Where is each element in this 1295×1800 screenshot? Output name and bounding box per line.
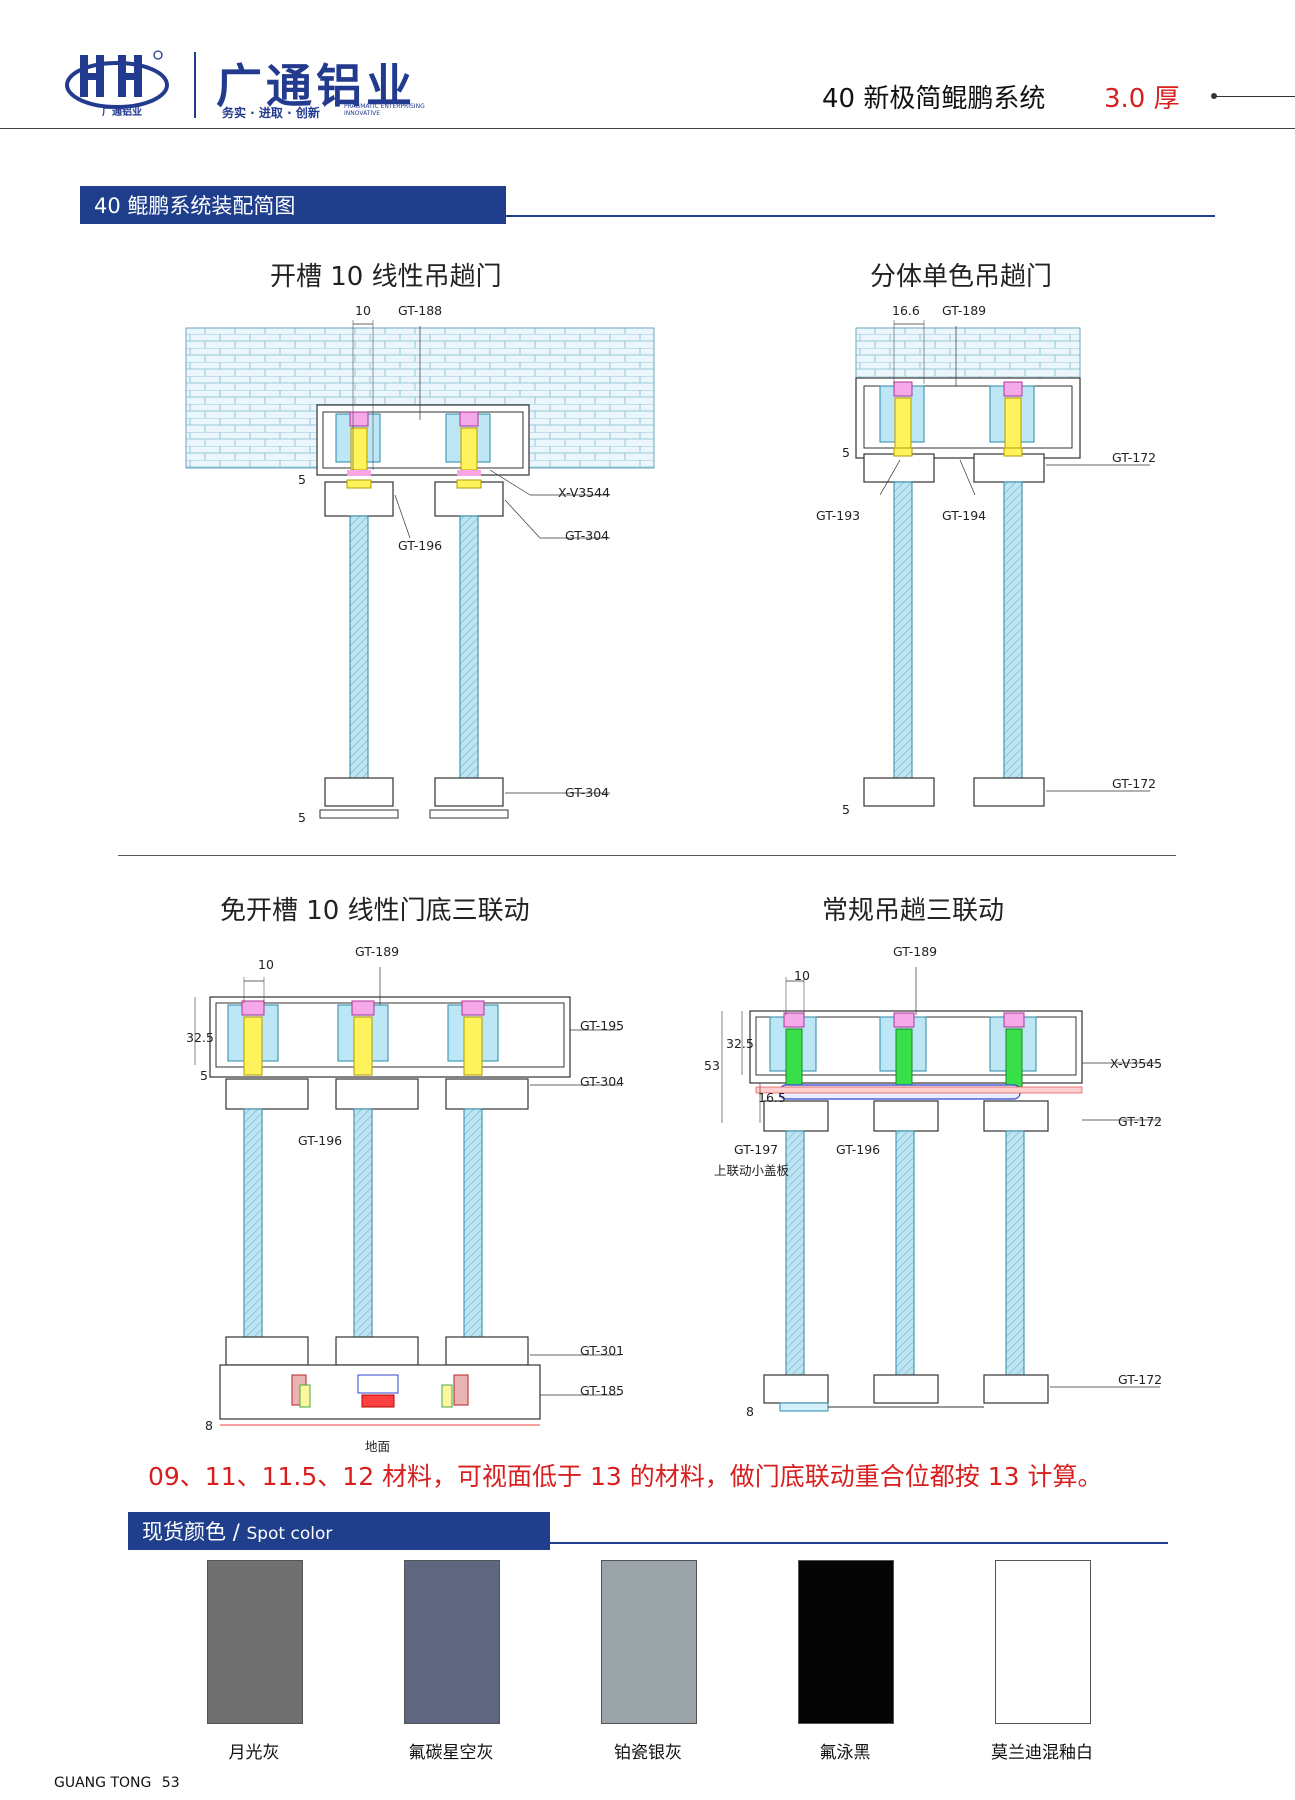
d1-label-gt304-top: GT-304 [565, 528, 610, 543]
d3-label-gt189: GT-189 [355, 944, 400, 959]
logo: 广通铝业 [62, 45, 172, 118]
d4-label-10: 10 [794, 968, 810, 983]
diagram-title-2: 分体单色吊趟门 [870, 262, 1053, 292]
d3-label-32-5: 32.5 [186, 1030, 214, 1045]
d4-label-cover-plate: 上联动小盖板 [714, 1163, 790, 1178]
footer-page: 53 [161, 1775, 180, 1791]
diagram-title-4: 常规吊趟三联动 [822, 896, 1005, 926]
d3-label-10: 10 [258, 957, 274, 972]
footer: GUANG TONG 53 [54, 1775, 180, 1791]
d1-label-gt304-bottom: GT-304 [565, 785, 610, 800]
d3-label-8: 8 [205, 1418, 213, 1433]
d3-label-gt195: GT-195 [580, 1018, 625, 1033]
diagram-title-1: 开槽 10 线性吊趟门 [270, 262, 502, 292]
d2-label-5-bottom: 5 [842, 802, 850, 817]
d3-label-gt185: GT-185 [580, 1383, 625, 1398]
d2-label-gt189: GT-189 [942, 303, 987, 318]
d4-label-16-5: 16.5 [758, 1090, 786, 1105]
d2-label-gt172-top: GT-172 [1112, 450, 1157, 465]
d4-label-xv3545: X-V3545 [1110, 1056, 1163, 1071]
d4-label-gt197: GT-197 [734, 1142, 779, 1157]
header-divider [194, 52, 196, 118]
section-title-colors: 现货颜色 / Spot color [128, 1512, 550, 1550]
d2-label-5-top: 5 [842, 445, 850, 460]
d3-label-ground: 地面 [365, 1439, 391, 1454]
d4-label-8: 8 [746, 1404, 754, 1419]
page-thickness: 3.0 厚 [1104, 84, 1180, 114]
logo-caption: 广通铝业 [102, 107, 142, 118]
section-line-assembly [80, 215, 1215, 217]
d2-label-16-6: 16.6 [892, 303, 920, 318]
color-name-3: 氟泳黑 [819, 1743, 871, 1763]
color-name-0: 月光灰 [228, 1743, 280, 1763]
brand-slogan: 务实 · 进取 · 创新 [222, 106, 320, 120]
d1-label-gt188: GT-188 [398, 303, 443, 318]
color-name-1: 氟碳星空灰 [408, 1743, 494, 1763]
colors-title-cn: 现货颜色 [142, 1520, 226, 1544]
brand-slogan-en-2: INNOVATIVE [344, 110, 381, 117]
footer-brand: GUANG TONG [54, 1775, 152, 1791]
d4-label-gt172-bottom: GT-172 [1118, 1372, 1163, 1387]
diagram-3-drawing [194, 967, 620, 1426]
diagram-4-drawing [721, 967, 1160, 1412]
d4-label-32-5: 32.5 [726, 1036, 754, 1051]
color-swatch-3 [798, 1560, 894, 1724]
d1-label-xv3544: X-V3544 [558, 485, 611, 500]
header-rule [0, 128, 1295, 129]
d3-label-gt304: GT-304 [580, 1074, 625, 1089]
diagram-1-drawing [185, 320, 655, 819]
d1-label-5-bottom: 5 [298, 810, 306, 825]
diagram-row-divider [118, 855, 1176, 856]
colors-title-sep: / [232, 1520, 240, 1544]
header-rule-dot [1211, 93, 1217, 99]
d4-label-gt172-top: GT-172 [1118, 1114, 1163, 1129]
d4-label-gt189: GT-189 [893, 944, 938, 959]
diagram-2-drawing [855, 320, 1150, 807]
colors-title-en: Spot color [246, 1524, 333, 1544]
page-title: 40 新极简鲲鹏系统 [822, 84, 1046, 114]
header-rule-short [1214, 96, 1295, 97]
color-swatch-4 [995, 1560, 1091, 1724]
color-swatch-1 [404, 1560, 500, 1724]
section-title-assembly: 40 鲲鹏系统装配简图 [80, 186, 506, 224]
diagram-title-3: 免开槽 10 线性门底三联动 [220, 896, 530, 926]
d3-label-5: 5 [200, 1068, 208, 1083]
d3-label-gt196: GT-196 [298, 1133, 343, 1148]
color-swatch-0 [207, 1560, 303, 1724]
color-name-4: 莫兰迪混釉白 [991, 1743, 1093, 1763]
brand-name: 广通铝业 [216, 59, 416, 113]
logo-mark-icon [65, 50, 169, 109]
d1-label-gt196: GT-196 [398, 538, 443, 553]
assembly-note: 09、11、11.5、12 材料，可视面低于 13 的材料，做门底联动重合位都按… [148, 1462, 1103, 1491]
color-swatch-list: 月光灰 氟碳星空灰 铂瓷银灰 氟泳黑 莫兰迪混釉白 [206, 1560, 1106, 1763]
d4-label-53: 53 [704, 1058, 720, 1073]
color-name-2: 铂瓷银灰 [614, 1743, 682, 1763]
d3-carriers [227, 1000, 499, 1076]
d2-label-gt194: GT-194 [942, 508, 987, 523]
section-line-colors [128, 1542, 1168, 1544]
d3-label-gt301: GT-301 [580, 1343, 625, 1358]
brand-slogan-en-1: PRAGMATIC ENTERPRISING [344, 103, 425, 110]
d1-label-5-top: 5 [298, 472, 306, 487]
color-swatch-2 [601, 1560, 697, 1724]
d4-label-gt196: GT-196 [836, 1142, 881, 1157]
d1-label-10: 10 [355, 303, 371, 318]
d2-label-gt193: GT-193 [816, 508, 861, 523]
d2-label-gt172-bottom: GT-172 [1112, 776, 1157, 791]
